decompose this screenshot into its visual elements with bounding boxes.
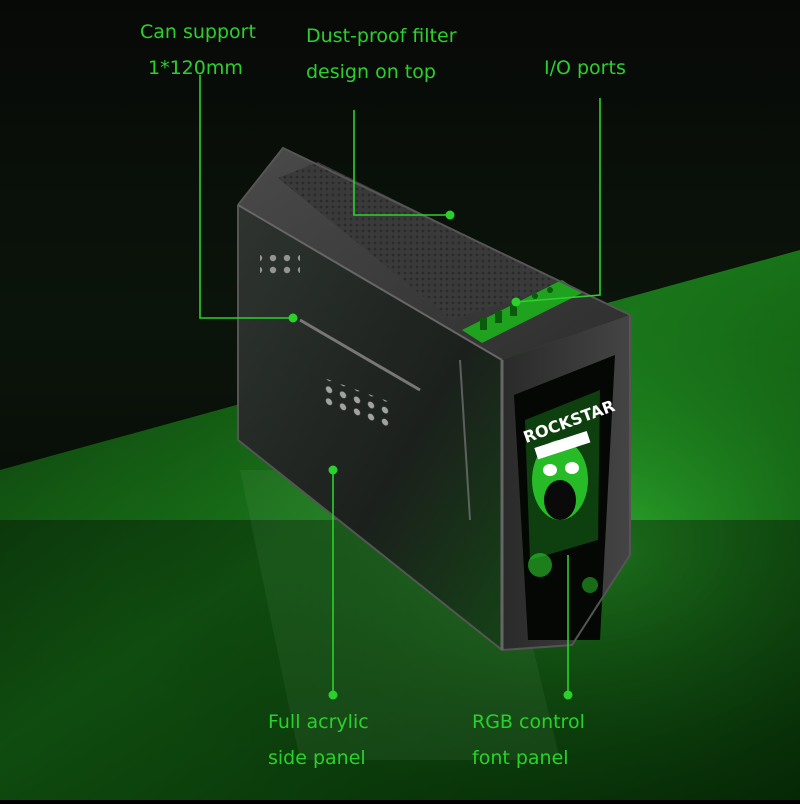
callout-side-panel: Full acrylic side panel (268, 704, 369, 776)
callout-front-panel-line1: RGB control (472, 711, 585, 733)
callout-lines (199, 75, 601, 695)
callout-dots (288, 210, 573, 700)
callout-fan-support: Can support 1*120mm (140, 14, 256, 86)
callout-front-panel: RGB control font panel (472, 704, 585, 776)
callout-front-panel-line2: font panel (472, 747, 569, 769)
callout-dust-filter: Dust-proof filter design on top (306, 18, 457, 90)
callout-fan-support-line1: Can support (140, 21, 256, 43)
dust-filter-mesh (278, 162, 562, 320)
callout-dust-filter-line1: Dust-proof filter (306, 25, 457, 47)
callout-fan-support-line2: 1*120mm (148, 57, 243, 79)
callout-side-panel-line1: Full acrylic (268, 711, 369, 733)
callout-dust-filter-line2: design on top (306, 61, 436, 83)
side-panel (238, 205, 502, 650)
callout-side-panel-line2: side panel (268, 747, 366, 769)
io-panel (462, 280, 582, 343)
callout-io-ports: I/O ports (544, 50, 626, 86)
callout-io-ports-line1: I/O ports (544, 57, 626, 79)
